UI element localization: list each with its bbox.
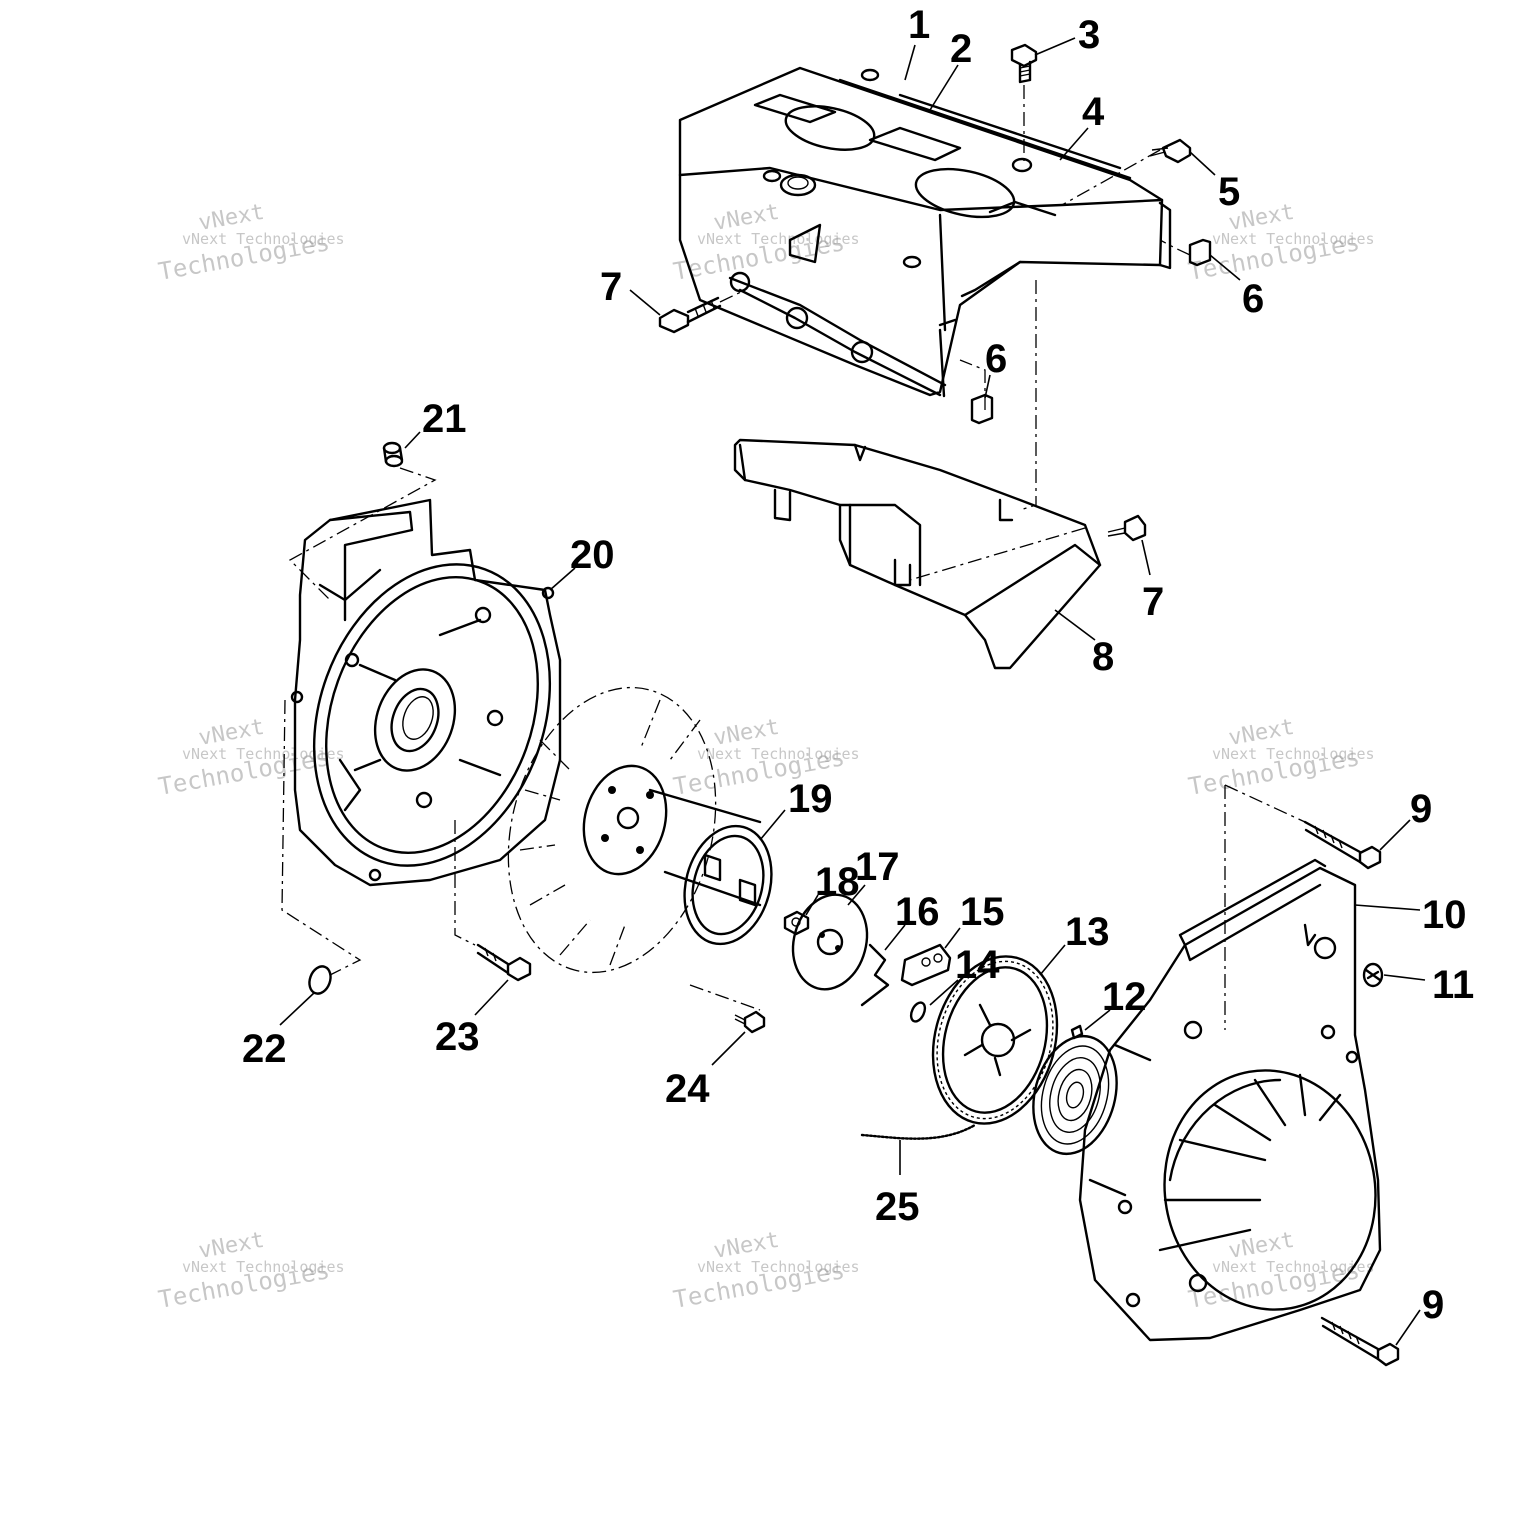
pawl-part-15 (900, 943, 952, 987)
assembly-centerlines (281, 85, 1306, 1030)
callout-21: 21 (422, 397, 467, 441)
watermark-text: vNext Technologies (1212, 1258, 1375, 1276)
callout-22: 22 (242, 1027, 287, 1071)
watermark-text: vNext Technologies (1212, 230, 1375, 248)
watermark-text: vNext Technologies (1212, 745, 1375, 763)
pulley-part-13 (931, 955, 1059, 1125)
callout-25: 25 (875, 1185, 920, 1229)
watermark-text: vNext Technologies (182, 1258, 345, 1276)
callout-5: 5 (1218, 170, 1240, 214)
flywheel-part-19 (507, 686, 773, 974)
callout-19: 19 (788, 777, 833, 821)
recoil-housing-part-10 (1078, 858, 1382, 1342)
callout-1: 1 (908, 3, 930, 47)
recoil-spring-part-12 (1032, 1024, 1118, 1156)
callout-11: 11 (1432, 963, 1474, 1007)
pin-part-21 (382, 441, 404, 468)
callout-12: 12 (1102, 975, 1147, 1019)
shroud-bracket (728, 223, 947, 397)
callout-14: 14 (955, 943, 1000, 987)
bolt-part-7-right (1107, 514, 1147, 542)
watermark-text: vNext Technologies (697, 1258, 860, 1276)
callout-8: 8 (1092, 635, 1114, 679)
callout-15: 15 (960, 890, 1005, 934)
grommet-part-6-lower (970, 393, 994, 425)
callout-24: 24 (665, 1067, 710, 1111)
callout-18: 18 (815, 860, 860, 904)
bolt-part-9-upper (1303, 820, 1382, 870)
bolt-part-9-lower (1320, 1316, 1400, 1367)
washer-plate-part-17 (791, 893, 869, 991)
watermark-group: vNext vNext Technologies Technologies vN… (156, 200, 1374, 1314)
callout-4: 4 (1082, 90, 1105, 134)
callout-13: 13 (1065, 910, 1110, 954)
bolt-part-7-left (658, 296, 722, 334)
callout-6-right: 6 (1242, 277, 1264, 321)
snap-ring-part-22 (308, 965, 332, 995)
callout-labels: 1 2 3 4 5 6 6 7 7 8 9 9 10 11 12 13 14 1… (242, 3, 1474, 1327)
watermark-text: vNext Technologies (182, 230, 345, 248)
lower-duct-part-8 (733, 438, 1102, 670)
watermark-text: vNext Technologies (697, 745, 860, 763)
watermark-text: vNext Technologies (182, 745, 345, 763)
upper-shroud (678, 66, 1172, 398)
backplate-part-20 (290, 498, 562, 887)
bolt-part-24 (734, 1010, 766, 1034)
callout-6-lower: 6 (985, 337, 1007, 381)
leader-lines (279, 37, 1426, 1346)
spring-clip-part-16 (860, 943, 890, 1007)
callout-20: 20 (570, 533, 615, 577)
callout-16: 16 (895, 890, 940, 934)
o-ring-part-14 (909, 1001, 927, 1023)
callout-17: 17 (855, 845, 900, 889)
callout-9-upper: 9 (1410, 787, 1432, 831)
grommet-part-6-right (1188, 238, 1212, 267)
bolt-part-5 (1149, 138, 1192, 164)
callout-9-lower: 9 (1422, 1283, 1444, 1327)
bolt-part-23 (476, 943, 532, 982)
callout-23: 23 (435, 1015, 480, 1059)
callout-3: 3 (1078, 13, 1100, 57)
callout-10: 10 (1422, 893, 1467, 937)
callout-7-left: 7 (600, 265, 622, 309)
bolt-part-3 (1010, 43, 1038, 84)
starter-rope-part-25 (860, 1123, 977, 1140)
bushing-part-11 (1362, 962, 1384, 988)
callout-2: 2 (950, 27, 972, 71)
callout-7-right: 7 (1142, 580, 1164, 624)
